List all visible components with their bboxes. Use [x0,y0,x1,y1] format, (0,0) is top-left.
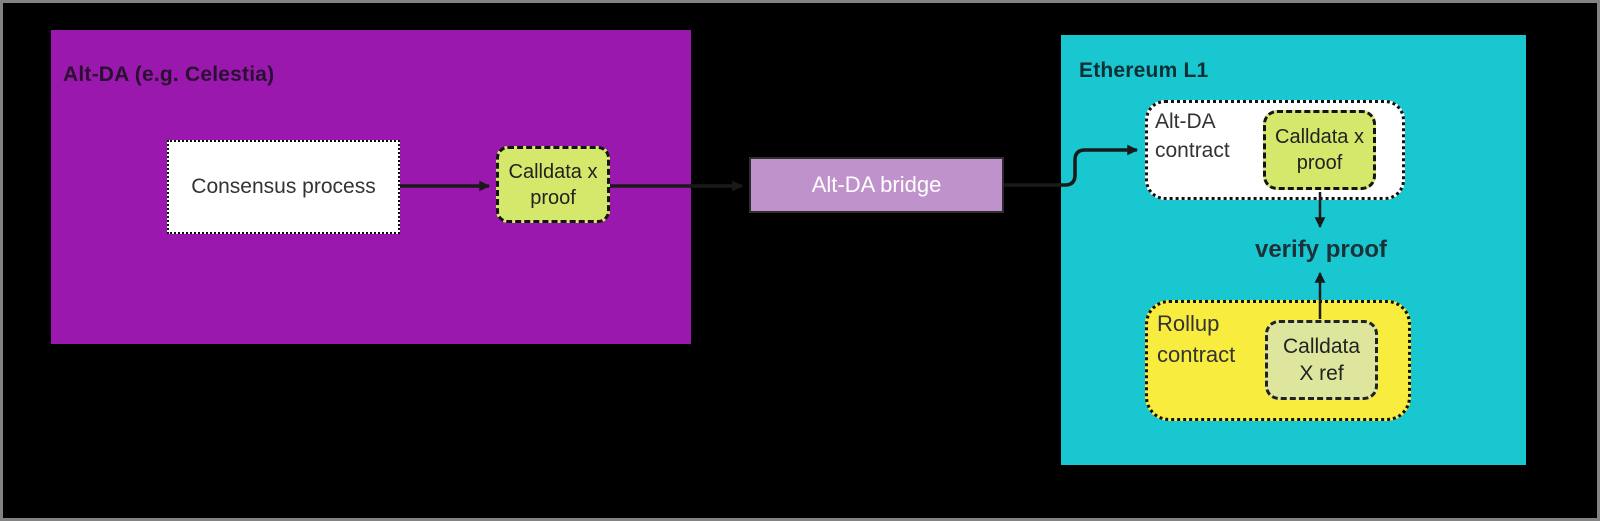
alt-da-group-title: Alt-DA (e.g. Celestia) [63,63,275,86]
rollup-contract-label: Rollup contract [1157,311,1236,367]
calldata-ref-node: Calldata X ref [1265,320,1378,400]
calldata-proof-node-l1: Calldata x proof [1263,110,1376,190]
alt-da-contract-label: Alt-DA contract [1155,110,1230,163]
calldata-ref-label: Calldata X ref [1282,334,1361,385]
ethereum-l1-group-title: Ethereum L1 [1079,59,1209,82]
alt-da-bridge-node: Alt-DA bridge [749,157,1004,213]
consensus-process-label: Consensus process [191,175,376,198]
consensus-process-node: Consensus process [167,140,400,234]
alt-da-bridge-label: Alt-DA bridge [811,172,942,197]
calldata-proof-node-altda: Calldata x proof [496,146,610,223]
calldata-proof-label-l1: Calldata x proof [1275,126,1364,174]
verify-proof-label: verify proof [1254,236,1388,263]
calldata-proof-label-altda: Calldata x proof [508,160,598,209]
